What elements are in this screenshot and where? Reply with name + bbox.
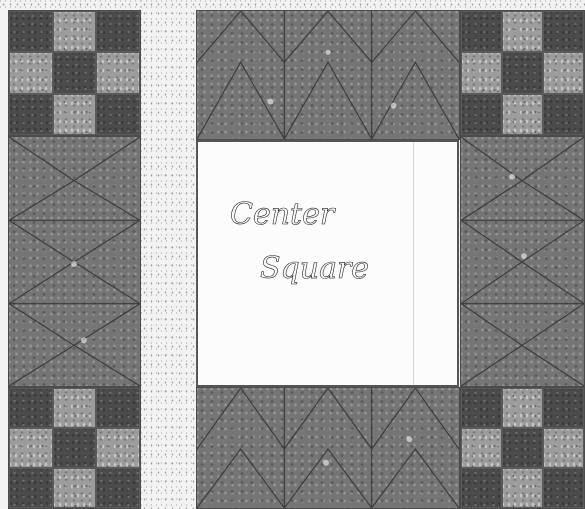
nine-patch-top-right	[460, 10, 585, 136]
handwritten-label: Center Square	[226, 194, 396, 314]
nine-patch-cell	[502, 94, 543, 135]
nine-patch-cell	[543, 428, 584, 468]
nine-patch-cell	[543, 468, 584, 508]
flying-geese-bottom	[196, 387, 460, 509]
center-label: Center Square	[198, 142, 199, 143]
nine-patch-cell	[53, 468, 97, 508]
nine-patch-cell	[96, 94, 140, 135]
nine-patch-cell	[543, 388, 584, 428]
nine-patch-cell	[96, 52, 140, 93]
flying-geese-right-seams	[461, 137, 584, 386]
nine-patch-cell	[53, 428, 97, 468]
nine-patch-cell	[461, 428, 502, 468]
nine-patch-cell	[502, 468, 543, 508]
nine-patch-cell	[53, 11, 97, 52]
flying-geese-top	[196, 10, 460, 140]
nine-patch-cell	[9, 428, 53, 468]
flying-geese-bottom-seams	[197, 388, 459, 508]
nine-patch-cell	[543, 94, 584, 135]
nine-patch-cell	[461, 468, 502, 508]
flying-geese-left	[8, 136, 141, 387]
handwritten-line-1: Center	[230, 197, 336, 232]
nine-patch-cell	[502, 428, 543, 468]
flying-geese-left-seams	[9, 137, 140, 386]
nine-patch-cell	[53, 388, 97, 428]
flying-geese-right	[460, 136, 585, 387]
nine-patch-cell	[461, 52, 502, 93]
sashing-strip	[141, 0, 195, 509]
nine-patch-cell	[53, 94, 97, 135]
nine-patch-cell	[502, 388, 543, 428]
nine-patch-cell	[461, 11, 502, 52]
nine-patch-cell	[96, 468, 140, 508]
nine-patch-cell	[9, 11, 53, 52]
nine-patch-bottom-right	[460, 387, 585, 509]
nine-patch-cell	[9, 388, 53, 428]
scan-line	[413, 142, 414, 385]
top-border-strip	[0, 0, 585, 10]
center-square: Center Square Center Square	[196, 140, 459, 387]
handwritten-line-2: Square	[260, 251, 369, 286]
nine-patch-cell	[502, 11, 543, 52]
nine-patch-cell	[461, 94, 502, 135]
nine-patch-top-left	[8, 10, 141, 136]
flying-geese-top-seams	[197, 11, 459, 139]
nine-patch-cell	[96, 11, 140, 52]
nine-patch-cell	[502, 52, 543, 93]
nine-patch-cell	[9, 94, 53, 135]
nine-patch-cell	[9, 52, 53, 93]
nine-patch-cell	[9, 468, 53, 508]
nine-patch-cell	[543, 52, 584, 93]
nine-patch-cell	[96, 388, 140, 428]
nine-patch-cell	[543, 11, 584, 52]
nine-patch-cell	[53, 52, 97, 93]
nine-patch-cell	[461, 388, 502, 428]
nine-patch-bottom-left	[8, 387, 141, 509]
nine-patch-cell	[96, 428, 140, 468]
